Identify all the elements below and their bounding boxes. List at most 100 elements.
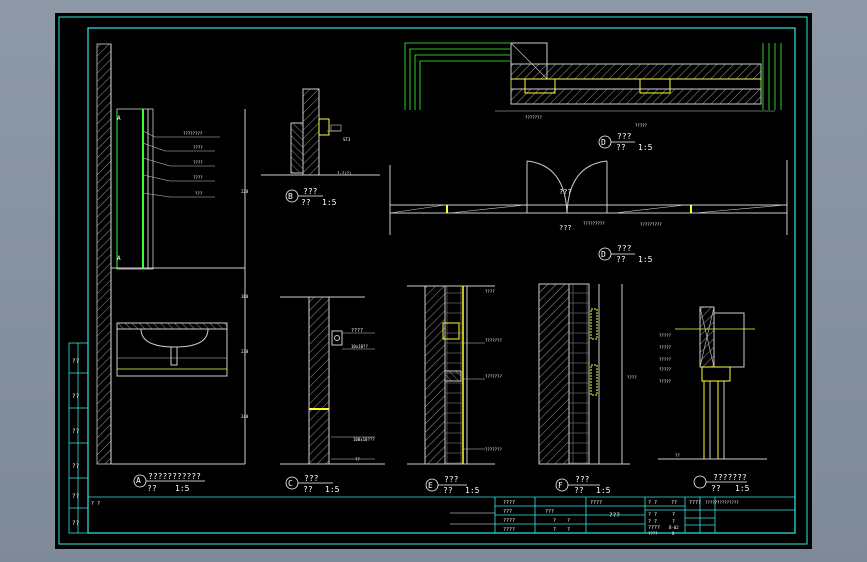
svg-text:???????: ??????? bbox=[485, 374, 502, 379]
svg-text:???????: ??????? bbox=[525, 115, 542, 120]
drawing-svg: ?????? ?????? ???????????? ??????????? bbox=[58, 16, 808, 545]
left-note: ? ? bbox=[91, 501, 100, 507]
detail-e-title: ??? bbox=[444, 475, 459, 484]
detail-c-drawing: ???? 10x10?? 100x10??? ?? bbox=[280, 296, 385, 465]
detail-b-scale: 1:5 bbox=[322, 198, 337, 207]
tb-right-head-2: ?? bbox=[671, 500, 677, 506]
svg-text:????????: ???????? bbox=[183, 131, 203, 136]
detail-f-marker: F bbox=[558, 481, 563, 490]
detail-c-marker: C bbox=[288, 479, 293, 488]
detail-g-scale-label: ?? bbox=[711, 484, 721, 493]
svg-text:??: ?? bbox=[72, 358, 80, 365]
detail-a-scale: 1:5 bbox=[175, 484, 190, 493]
detail-d2-marker: D bbox=[601, 250, 606, 259]
svg-text:???????: ??????? bbox=[485, 447, 502, 452]
tb-right-val-2: ? bbox=[672, 519, 675, 525]
tb-right-head-1: ? ? bbox=[648, 500, 657, 506]
detail-b-drawing: ST3 ?-?(?) bbox=[261, 88, 380, 176]
tb-mid-row-2: ? bbox=[567, 518, 570, 524]
outer-frame bbox=[58, 16, 808, 545]
svg-text:230: 230 bbox=[241, 349, 249, 354]
detail-d2-scale-label: ?? bbox=[616, 255, 626, 264]
detail-d1-scale: 1:5 bbox=[638, 143, 653, 152]
detail-e-marker: E bbox=[428, 481, 433, 490]
detail-b-scale-label: ?? bbox=[301, 198, 311, 207]
tb-left-row-3: ???? bbox=[503, 518, 515, 524]
tb-right-row-3: ???? bbox=[648, 525, 660, 531]
svg-text:????: ???? bbox=[193, 175, 203, 180]
sink-note-2: 10x10?? bbox=[351, 344, 368, 349]
sink-note-1: ???? bbox=[351, 328, 363, 334]
tb-mid-row-3: ? bbox=[553, 527, 556, 533]
tb-right-head-4: ?????????????? bbox=[705, 500, 739, 505]
detail-b-marker: B bbox=[288, 192, 293, 201]
svg-text:??: ?? bbox=[72, 520, 80, 527]
detail-c-title: ??? bbox=[304, 474, 319, 483]
tb-right-head-3: ???? bbox=[689, 500, 701, 506]
svg-text:???????: ??????? bbox=[485, 338, 502, 343]
detail-c-scale-label: ?? bbox=[303, 485, 313, 494]
inner-frame bbox=[87, 27, 796, 534]
revision-strip bbox=[68, 342, 89, 534]
svg-text:?????: ????? bbox=[659, 379, 672, 384]
svg-text:240: 240 bbox=[241, 414, 249, 419]
sink-note-3: 100x10??? bbox=[353, 437, 375, 442]
svg-text:A: A bbox=[117, 255, 121, 262]
detail-g-drawing: ??????????????????????????? bbox=[658, 306, 767, 460]
tb-mid-top: ??? bbox=[545, 509, 554, 515]
drawing-canvas[interactable]: ?????? ?????? ???????????? ??????????? bbox=[55, 13, 812, 549]
svg-text:?????????: ????????? bbox=[640, 222, 662, 227]
tb-mid-row-1: ? bbox=[553, 518, 556, 524]
svg-text:A: A bbox=[117, 115, 121, 122]
svg-text:?????: ????? bbox=[659, 333, 672, 338]
detail-d2-title: ??? bbox=[617, 244, 632, 253]
tb-right-row-2: ? ? bbox=[648, 519, 657, 525]
tb-right-val-1: ? bbox=[672, 512, 675, 518]
tb-center-main: ??? bbox=[609, 512, 620, 519]
svg-text:?????: ????? bbox=[659, 345, 672, 350]
detail-f-scale-label: ?? bbox=[574, 486, 584, 495]
sink-note-4: ?? bbox=[355, 457, 360, 462]
svg-text:?????????: ????????? bbox=[583, 221, 605, 226]
detail-g-title: ??????? bbox=[713, 473, 747, 482]
svg-text:??: ?? bbox=[72, 428, 80, 435]
title-block-lines bbox=[88, 496, 795, 533]
detail-f-drawing: ???? bbox=[538, 283, 637, 465]
detail-d2-scale: 1:5 bbox=[638, 255, 653, 264]
tb-right-val-3: B-02 bbox=[669, 525, 679, 530]
svg-text:??: ?? bbox=[72, 493, 80, 500]
tb-right-val-4: 8 bbox=[672, 531, 675, 536]
svg-text:220: 220 bbox=[241, 189, 249, 194]
svg-text:????: ???? bbox=[193, 145, 203, 150]
tb-left-row-2: ??? bbox=[503, 509, 512, 515]
detail-f-scale: 1:5 bbox=[596, 486, 611, 495]
svg-text:????: ???? bbox=[485, 289, 495, 294]
svg-text:???: ??? bbox=[195, 191, 203, 196]
svg-text:?????: ????? bbox=[659, 357, 672, 362]
detail-a-title: ??????????? bbox=[148, 472, 201, 481]
detail-f-title: ??? bbox=[575, 475, 590, 484]
detail-d1-drawing: ???????????? bbox=[404, 42, 782, 128]
svg-text:????: ???? bbox=[193, 160, 203, 165]
detail-tags bbox=[133, 135, 747, 492]
svg-text:????: ???? bbox=[627, 375, 637, 380]
svg-text:100: 100 bbox=[241, 294, 249, 299]
detail-e-scale: 1:5 bbox=[465, 486, 480, 495]
svg-text:??: ?? bbox=[675, 453, 680, 458]
tb-right-row-1: ? ? bbox=[648, 512, 657, 518]
svg-text:??: ?? bbox=[72, 393, 80, 400]
detail-d1-scale-label: ?? bbox=[616, 143, 626, 152]
svg-text:?????: ????? bbox=[635, 123, 648, 128]
detail-a-scale-label: ?? bbox=[147, 484, 157, 493]
detail-e-drawing: ????????????????????????? bbox=[407, 285, 502, 465]
detail-d2-drawing: ??? ??? ?????????????????? bbox=[389, 160, 788, 235]
tb-center-top: ???? bbox=[590, 500, 602, 506]
detail-e-scale-label: ?? bbox=[443, 486, 453, 495]
detail-a-drawing: ???????????? ??????????? A A 220 100 230 24… bbox=[96, 43, 249, 465]
detail-a-marker: A bbox=[136, 476, 141, 485]
door-label-lower: ??? bbox=[559, 224, 572, 232]
svg-text:?????: ????? bbox=[659, 367, 672, 372]
b-note: ST3 bbox=[343, 137, 351, 142]
svg-text:??: ?? bbox=[72, 463, 80, 470]
